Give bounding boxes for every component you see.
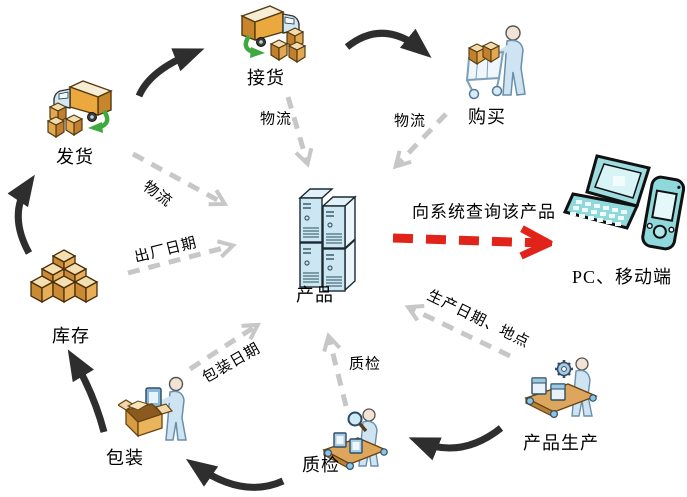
arrow-receiving-to-product xyxy=(285,96,314,168)
arrow-shipping-to-receiving xyxy=(135,48,205,98)
node-label-product: 产品 xyxy=(296,285,334,305)
arrow-production-to-inspection xyxy=(408,425,504,461)
arrow-receiving-to-purchase xyxy=(344,28,432,58)
arrow-packaging-to-product xyxy=(188,322,262,372)
shopping-cart-person-icon xyxy=(465,25,526,100)
arrow-production-to-product xyxy=(404,303,512,359)
node-label-packaging: 包装 xyxy=(106,448,144,468)
arrow-shipping-to-product xyxy=(131,151,229,207)
node-label-shipping: 发货 xyxy=(56,147,94,167)
node-label-inspection: 质检 xyxy=(302,455,340,475)
stacked-boxes-icon xyxy=(29,249,99,304)
edge-label-purchase-logistics: 物流 xyxy=(393,113,427,130)
info-dashed-arrows xyxy=(127,96,512,407)
process-flow-arrows xyxy=(7,28,504,491)
truck-unload-icon xyxy=(240,5,307,64)
open-box-person-icon xyxy=(118,376,187,441)
assembly-line-icon xyxy=(524,357,598,418)
node-label-purchase: 购买 xyxy=(468,107,506,127)
arrow-inspection-to-packaging xyxy=(185,458,285,491)
edge-label-system-query: 向系统查询该产品 xyxy=(412,202,556,222)
laptop-pda-icon xyxy=(563,154,685,251)
edge-label-inspection-check: 质检 xyxy=(348,356,382,373)
edge-label-receiving-logistics: 物流 xyxy=(259,111,293,128)
node-label-production: 产品生产 xyxy=(523,433,599,453)
arrow-inventory-to-product xyxy=(127,239,237,276)
arrow-product-to-devices xyxy=(392,238,542,243)
magnifier-conveyor-icon xyxy=(322,408,388,471)
node-label-receiving: 接货 xyxy=(247,68,285,88)
server-stack-icon xyxy=(298,188,357,292)
node-label-devices: PC、移动端 xyxy=(571,267,673,287)
node-label-inventory: 库存 xyxy=(52,326,90,346)
arrow-packaging-to-inventory xyxy=(67,349,108,433)
truck-load-icon xyxy=(46,80,113,139)
arrow-purchase-to-product xyxy=(392,112,448,170)
arrow-inventory-to-shipping xyxy=(7,174,35,255)
arrow-inspection-to-product xyxy=(322,332,349,407)
